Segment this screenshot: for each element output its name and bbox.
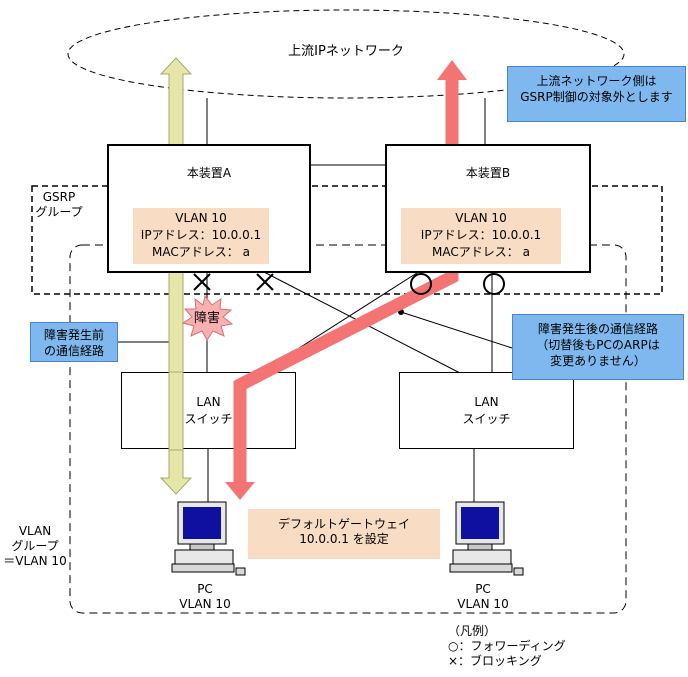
gsrp-group-boundary — [31, 185, 663, 295]
lan-switch-left-label1: LAN — [196, 395, 221, 409]
fault-label: 障害 — [193, 311, 220, 326]
device-b-mac: MACアドレス： a — [432, 245, 530, 259]
device-a-title: 本装置A — [186, 166, 232, 180]
device-b-title: 本装置B — [465, 166, 511, 180]
callout-after-fault: 障害発生後の通信経路（切替後もPCのARPは変更ありません） — [512, 314, 684, 380]
legend-title: （凡例） — [448, 624, 497, 638]
lan-switch-left: LAN スイッチ — [121, 372, 296, 449]
device-b-vlan: VLAN 10 — [455, 211, 507, 225]
before-fault-path-arrow — [159, 57, 193, 495]
legend-forwarding: ○：フォワーディング — [448, 639, 566, 653]
fault-burst-icon — [181, 294, 234, 341]
forwarding-mark-b2 — [483, 273, 505, 295]
pc-right-icon — [449, 501, 524, 576]
forwarding-mark-b1 — [410, 273, 432, 295]
callout-before-fault: 障害発生前の通信経路 — [30, 322, 118, 362]
device-a-info: VLAN 10 IPアドレス：10.0.0.1 MACアドレス： a — [133, 208, 269, 264]
device-a-mac: MACアドレス： a — [152, 245, 250, 259]
legend-blocking: ×：ブロッキング — [448, 654, 542, 668]
device-b: 本装置B VLAN 10 IPアドレス：10.0.0.1 MACアドレス： a — [385, 144, 591, 273]
upstream-network-ellipse — [67, 9, 625, 99]
device-b-ip: IPアドレス：10.0.0.1 — [420, 228, 542, 242]
blocking-mark-a1 — [193, 273, 211, 291]
vlan-group-boundary — [69, 244, 627, 614]
legend: （凡例） ○：フォワーディング ×：ブロッキング — [448, 624, 566, 669]
pc-left-icon — [171, 501, 246, 576]
lan-switch-right: LAN スイッチ — [399, 372, 574, 449]
lan-switch-right-label1: LAN — [474, 395, 499, 409]
device-b-info: VLAN 10 IPアドレス：10.0.0.1 MACアドレス： a — [401, 208, 561, 264]
lan-switch-right-label2: スイッチ — [462, 412, 511, 426]
device-a-ip: IPアドレス：10.0.0.1 — [140, 228, 262, 242]
upstream-network-label: 上流IPネットワーク — [288, 44, 404, 59]
device-a: 本装置A VLAN 10 IPアドレス：10.0.0.1 MACアドレス： a — [107, 144, 311, 273]
callout-after-leader — [400, 311, 513, 349]
blocking-mark-a2 — [256, 273, 274, 291]
device-a-vlan: VLAN 10 — [175, 211, 227, 225]
lan-switch-left-label2: スイッチ — [184, 412, 233, 426]
